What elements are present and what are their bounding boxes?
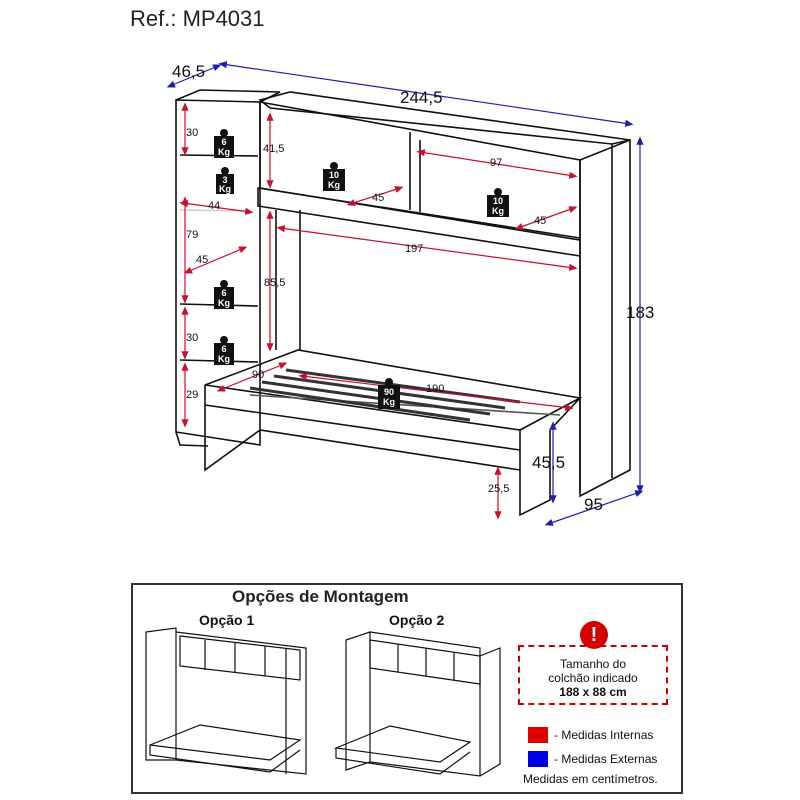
svg-text:Kg: Kg <box>328 180 340 190</box>
svg-text:10: 10 <box>329 170 339 180</box>
internal-dimensions <box>179 102 578 520</box>
label-niche-depth-mid: 45 <box>372 192 384 204</box>
option1-thumbnail <box>145 627 307 775</box>
external-dimensions <box>166 61 644 526</box>
legend-internal-label: - Medidas Internas <box>554 728 654 742</box>
mattress-note: Tamanho do colchão indicado 188 x 88 cm <box>518 645 668 705</box>
furniture-outline <box>175 89 631 517</box>
weight-icon: 6Kg <box>214 129 234 158</box>
internal-color-swatch <box>528 727 548 743</box>
legend-internal: - Medidas Internas <box>528 727 653 743</box>
svg-text:Kg: Kg <box>383 397 395 407</box>
right-cabinet <box>579 138 631 498</box>
label-shelf-bottom: 29 <box>186 389 198 401</box>
label-niche-height: 41,5 <box>263 143 284 155</box>
svg-text:6: 6 <box>221 344 226 354</box>
svg-text:Kg: Kg <box>219 184 231 194</box>
mattress-size: 188 x 88 cm <box>559 685 627 699</box>
label-bed-length: 190 <box>426 383 444 395</box>
label-width-total: 244,5 <box>400 88 443 107</box>
svg-text:Kg: Kg <box>218 298 230 308</box>
assembly-options-panel <box>131 583 683 794</box>
option2-label: Opção 2 <box>389 612 445 628</box>
units-note: Medidas em centímetros. <box>523 772 658 786</box>
weight-icon: 3Kg <box>216 167 234 194</box>
svg-text:90: 90 <box>384 387 394 397</box>
option1-label: Opção 1 <box>199 612 255 628</box>
label-shelf-lower: 30 <box>186 332 198 344</box>
label-bed-height: 45,5 <box>532 453 565 472</box>
option2-thumbnail <box>333 631 501 777</box>
svg-text:Kg: Kg <box>218 147 230 157</box>
label-leg-height: 25,5 <box>488 483 509 495</box>
label-shelf-mid: 79 <box>186 229 198 241</box>
reference-label: Ref.: MP4031 <box>130 6 265 31</box>
svg-text:3: 3 <box>222 175 227 185</box>
label-niche-depth-right: 45 <box>534 215 546 227</box>
mattress-note-line2: colchão indicado <box>548 671 638 685</box>
label-cab-depth: 45 <box>196 254 208 266</box>
exclamation-icon: ! <box>580 621 608 649</box>
legend-external: - Medidas Externas <box>528 751 657 767</box>
label-bed-depth: 95 <box>584 495 603 514</box>
svg-text:10: 10 <box>493 196 503 206</box>
legend-external-label: - Medidas Externas <box>554 752 658 766</box>
assembly-options-title: Opções de Montagem <box>232 587 409 606</box>
svg-text:6: 6 <box>221 288 226 298</box>
label-clear-width: 197 <box>405 243 423 255</box>
svg-text:Kg: Kg <box>492 206 504 216</box>
external-color-swatch <box>528 751 548 767</box>
label-cab-width: 44 <box>208 200 220 212</box>
label-shelf-top: 30 <box>186 127 198 139</box>
mattress-note-line1: Tamanho do <box>559 657 627 671</box>
label-height-total: 183 <box>626 303 654 322</box>
weight-icon: 6Kg <box>214 280 234 309</box>
svg-text:6: 6 <box>221 137 226 147</box>
weight-icon: 6Kg <box>214 336 234 365</box>
label-niche-width: 97 <box>490 157 502 169</box>
label-clear-height: 85,5 <box>264 277 285 289</box>
svg-text:Kg: Kg <box>218 354 230 364</box>
label-depth-top: 46,5 <box>172 62 205 81</box>
label-bed-width: 90 <box>252 369 264 381</box>
